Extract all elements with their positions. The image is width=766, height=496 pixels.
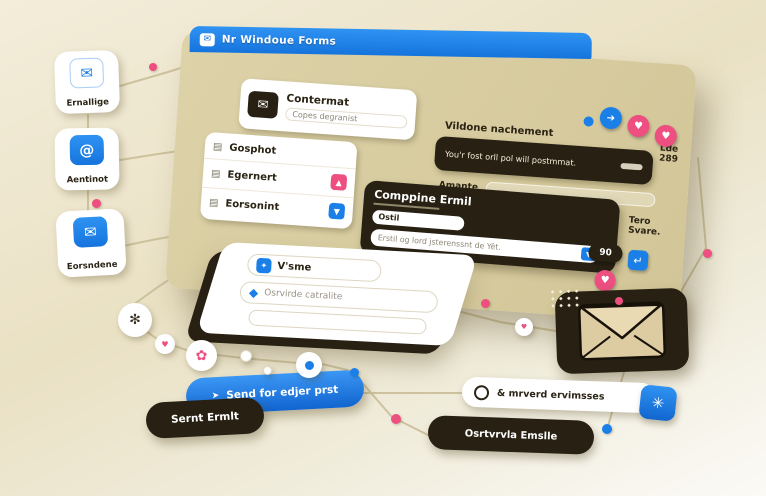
flow-node-heart-2[interactable]: ♥ — [515, 318, 533, 336]
archive-button[interactable]: Osrtvrvla Emslle — [427, 415, 595, 455]
connector-dot — [350, 368, 359, 377]
favorite-button-1[interactable]: ♥ — [626, 114, 651, 138]
document-icon: ▤ — [208, 196, 219, 209]
return-icon: ↵ — [632, 253, 644, 268]
notice-body: You'r fost orll pol will postmmat. — [444, 148, 577, 168]
status-dot — [583, 116, 594, 127]
flow-node-dot[interactable] — [296, 352, 322, 378]
sidebar-item-label: Ernallige — [66, 97, 110, 109]
connector-dot — [92, 199, 101, 208]
received-label: & mrverd ervimsses — [496, 387, 605, 403]
connector-dot — [703, 249, 712, 258]
window-icon: ✉ — [199, 32, 215, 46]
contact-card[interactable]: ✉ Contermat Copes degranist — [238, 78, 418, 141]
sidebar-item-label: Eorsndene — [66, 259, 118, 273]
dot-icon — [304, 360, 314, 370]
notice-panel: You'r fost orll pol will postmmat. — [433, 135, 654, 186]
at-icon: @ — [69, 134, 105, 166]
circle-icon — [473, 384, 490, 401]
compose-side-note: Tero Svare. — [627, 215, 661, 238]
subject-input[interactable]: Ostil — [371, 209, 465, 231]
dropdown-button[interactable]: ▼ — [328, 202, 346, 220]
sidebar-item-label: Aentinot — [66, 174, 109, 186]
sparkle-icon: ✦ — [256, 257, 272, 274]
expand-button[interactable]: ▲ — [330, 173, 348, 191]
connector-dot — [615, 297, 623, 305]
sidebar-item-email[interactable]: ✉ Ernallige — [53, 49, 121, 115]
envelope-icon: ✉ — [72, 216, 109, 248]
diamond-icon: ◆ — [248, 285, 259, 300]
notice-header: Vildone nachement — [444, 120, 554, 140]
menu-list: ▤ Gosphot ▤ Egernert ▲ ▤ Eorsonint ▼ — [199, 131, 358, 230]
heart-icon: ♥ — [633, 120, 644, 132]
send-email-button[interactable]: Sernt Ermlt — [145, 396, 265, 440]
connector-dot — [602, 424, 612, 434]
envelope-icon: ✉ — [247, 90, 279, 119]
connector-dot — [149, 63, 157, 71]
contact-texts: Contermat Copes degranist — [284, 92, 409, 129]
favorite-button[interactable]: ♥ — [593, 269, 617, 292]
form-field-value: Osrvirde catralite — [263, 288, 343, 303]
envelope-icon — [578, 301, 666, 361]
flower-icon: ✿ — [195, 347, 208, 364]
asterisk-icon: ✻ — [129, 312, 141, 328]
flow-node-heart[interactable]: ♥ — [155, 334, 175, 354]
form-field-value: V'sme — [277, 260, 312, 274]
triangle-up-icon: ▲ — [335, 177, 343, 187]
flow-node-mini — [240, 350, 252, 362]
submit-button[interactable]: ↵ — [627, 249, 649, 271]
notice-pill — [620, 162, 643, 171]
sidebar-item-address[interactable]: @ Aentinot — [54, 127, 120, 191]
heart-icon: ♥ — [600, 274, 610, 287]
envelope-icon: ✉ — [69, 57, 105, 89]
heart-icon: ♥ — [660, 130, 671, 142]
sidebar-item-send[interactable]: ✉ Eorsndene — [55, 208, 127, 278]
connector-dot — [391, 414, 401, 424]
chevron-down-icon: ▼ — [333, 206, 341, 216]
connector-dot — [481, 299, 490, 308]
window-title: Nr Windoue Forms — [221, 33, 337, 48]
snowflake-tile[interactable]: ✳ — [638, 384, 678, 422]
menu-item-label: Eorsonint — [225, 197, 280, 213]
menu-item-label: Egernert — [227, 168, 278, 184]
menu-item-label: Gosphot — [228, 142, 277, 157]
dot-grid-decoration — [548, 287, 580, 311]
heart-icon: ♥ — [161, 339, 169, 349]
document-icon: ▤ — [212, 141, 223, 154]
arrow-right-icon: ➔ — [606, 112, 616, 124]
forward-button[interactable]: ➔ — [599, 106, 623, 130]
form-card: ✦ V'sme ◆ Osrvirde catralite — [196, 241, 478, 346]
count-badge[interactable]: 90 — [587, 242, 624, 264]
document-icon: ▤ — [210, 167, 221, 180]
send-email-label: Sernt Ermlt — [170, 410, 240, 426]
heart-icon: ♥ — [520, 323, 528, 331]
flow-node-asterisk[interactable]: ✻ — [118, 303, 152, 337]
flow-node-mini — [263, 366, 272, 375]
archive-label: Osrtvrvla Emslle — [464, 427, 558, 443]
snowflake-icon: ✳ — [650, 393, 666, 413]
flow-node-flower[interactable]: ✿ — [186, 340, 217, 371]
